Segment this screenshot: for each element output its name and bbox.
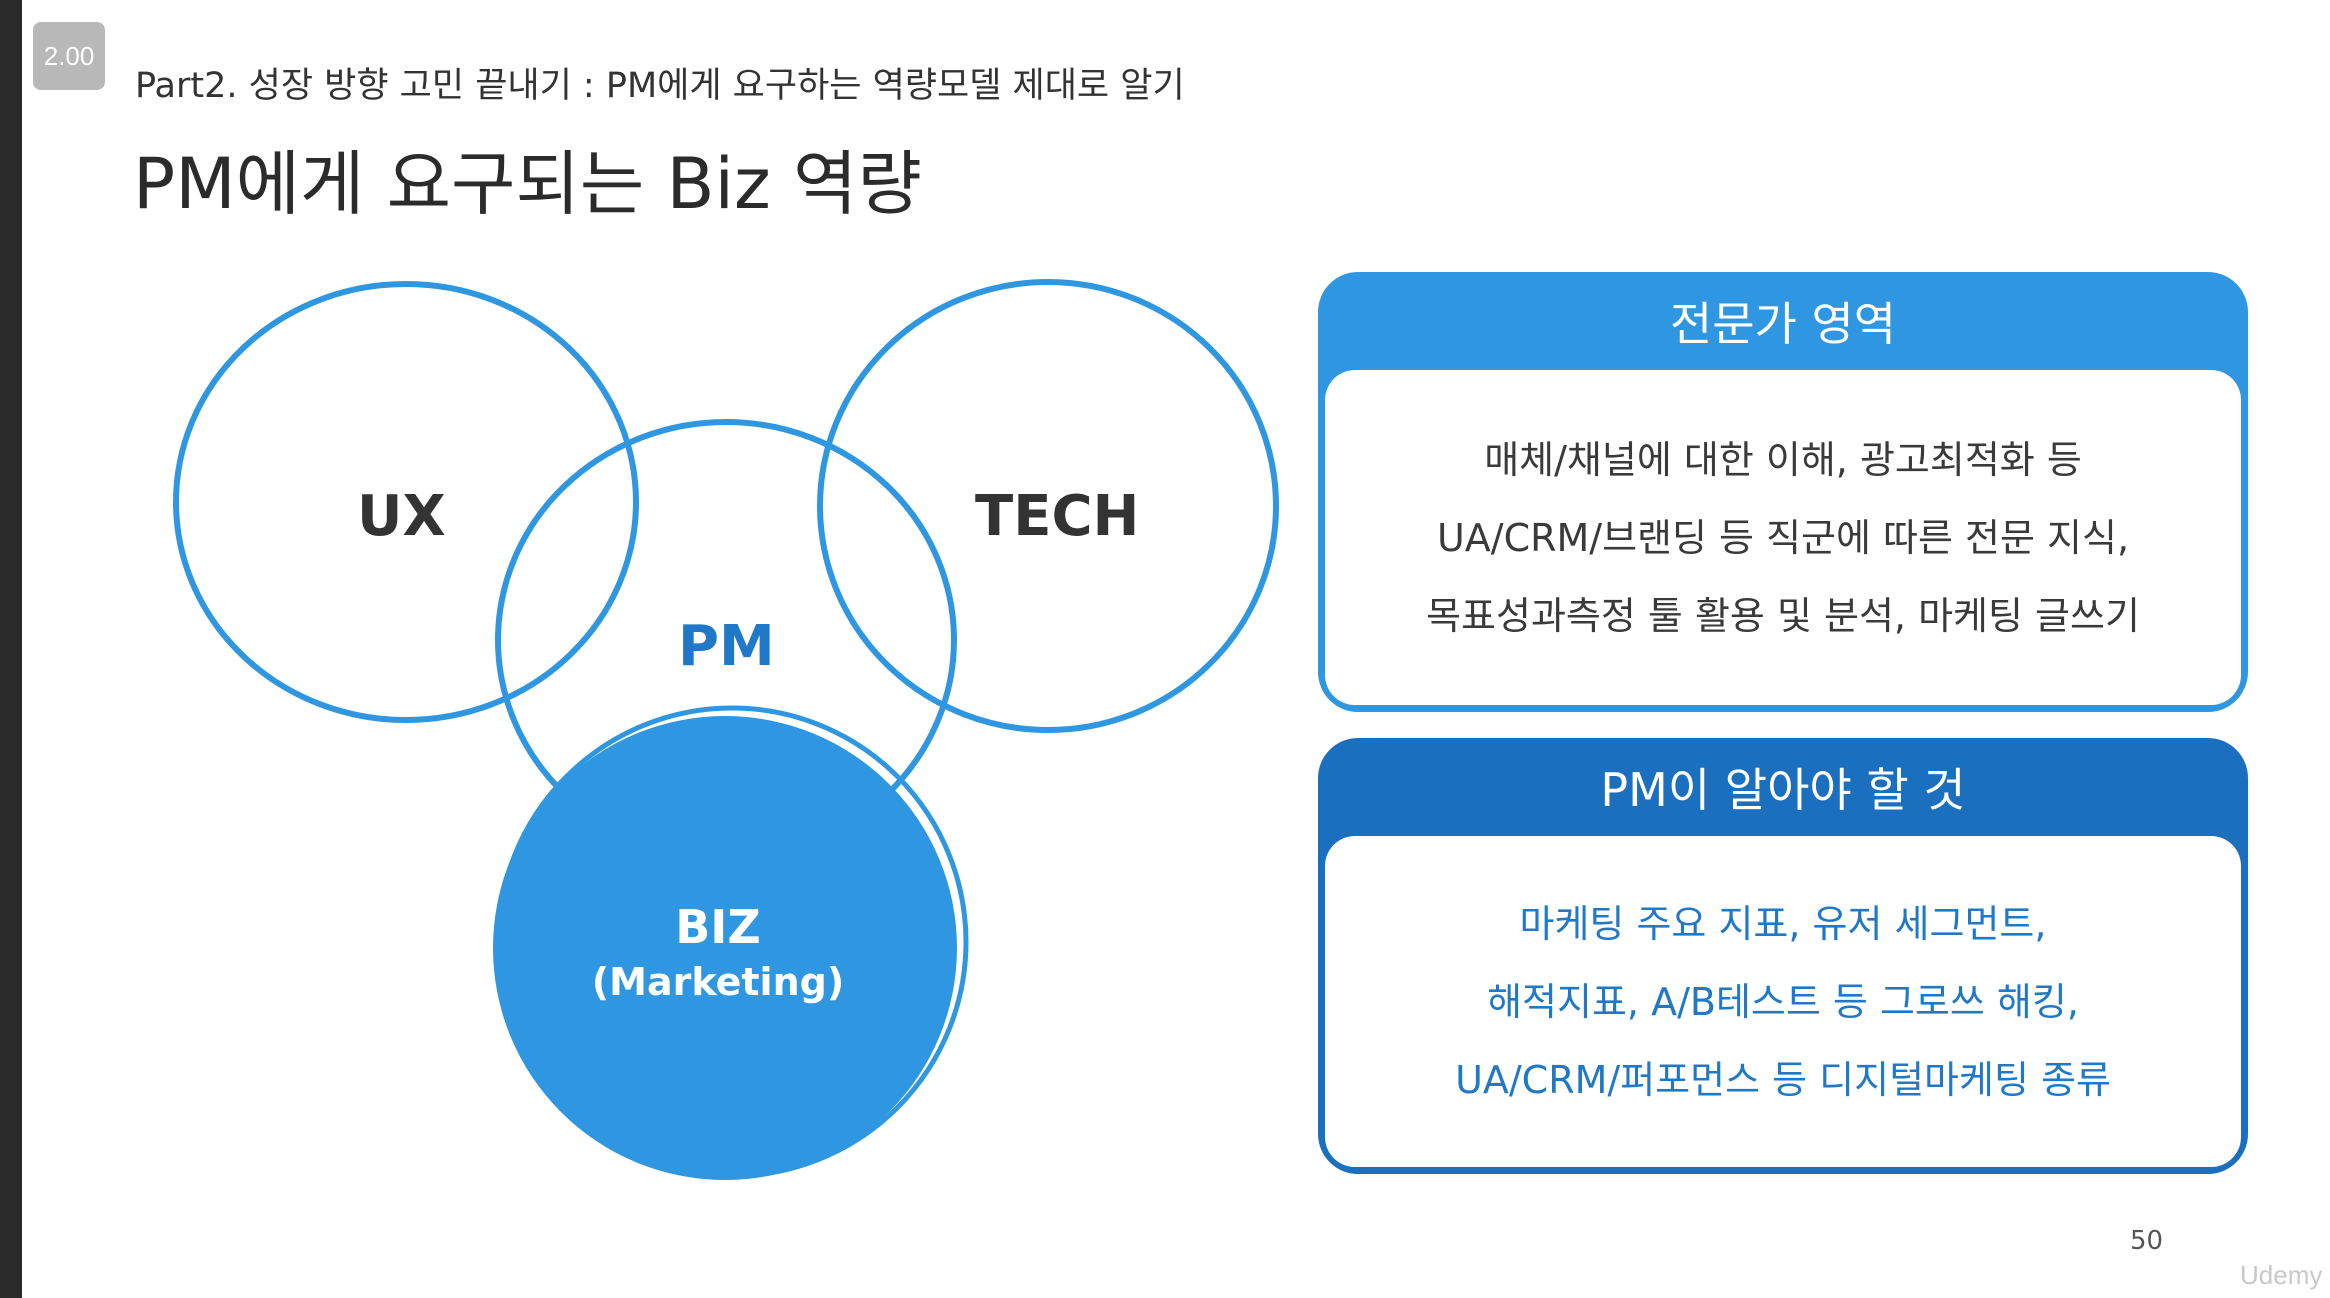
expert-area-card-title: 전문가 영역 — [1669, 297, 1897, 351]
pm-should-know-line: 해적지표, A/B테스트 등 그로쓰 해킹, — [1487, 979, 2079, 1024]
venn-label-tech: TECH — [975, 484, 1140, 549]
expert-area-card-body: 매체/채널에 대한 이해, 광고최적화 등 UA/CRM/브랜딩 등 직군에 따… — [1325, 370, 2241, 705]
venn-label-pm: PM — [678, 614, 775, 679]
venn-diagram — [173, 279, 1279, 1180]
venn-circle-tech — [817, 279, 1279, 733]
venn-label-biz-sub: (Marketing) — [591, 960, 845, 1004]
pm-should-know-line: UA/CRM/퍼포먼스 등 디지털마케팅 종류 — [1455, 1057, 2111, 1102]
pm-should-know-card-body: 마케팅 주요 지표, 유저 세그먼트, 해적지표, A/B테스트 등 그로쓰 해… — [1325, 836, 2241, 1167]
venn-circle-pm — [495, 419, 957, 861]
breadcrumb: Part2. 성장 방향 고민 끝내기 : PM에게 요구하는 역량모델 제대로… — [135, 66, 1185, 106]
venn-circle-ux — [173, 281, 639, 723]
venn-label-biz: BIZ — [675, 900, 761, 954]
expert-area-line: 목표성과측정 툴 활용 및 분석, 마케팅 글쓰기 — [1426, 593, 2140, 638]
left-edge-bar — [0, 0, 22, 1298]
udemy-watermark: Udemy — [2240, 1260, 2323, 1290]
expert-area-card: 전문가 영역 매체/채널에 대한 이해, 광고최적화 등 UA/CRM/브랜딩 … — [1318, 272, 2248, 712]
expert-area-line: UA/CRM/브랜딩 등 직군에 따른 전문 지식, — [1436, 515, 2130, 560]
slide-title: PM에게 요구되는 Biz 역량 — [133, 143, 922, 225]
pm-should-know-line: 마케팅 주요 지표, 유저 세그먼트, — [1519, 901, 2047, 946]
page-number: 50 — [2130, 1226, 2164, 1256]
venn-circle-biz-fill — [493, 716, 957, 1180]
pm-should-know-card-title: PM이 알아야 할 것 — [1600, 763, 1966, 817]
playback-speed-badge[interactable]: 2.00 — [33, 22, 105, 90]
venn-label-ux: UX — [357, 484, 446, 549]
venn-circle-biz-outline — [495, 705, 969, 1179]
expert-area-line: 매체/채널에 대한 이해, 광고최적화 등 — [1484, 437, 2082, 482]
pm-should-know-card: PM이 알아야 할 것 마케팅 주요 지표, 유저 세그먼트, 해적지표, A/… — [1318, 738, 2248, 1174]
